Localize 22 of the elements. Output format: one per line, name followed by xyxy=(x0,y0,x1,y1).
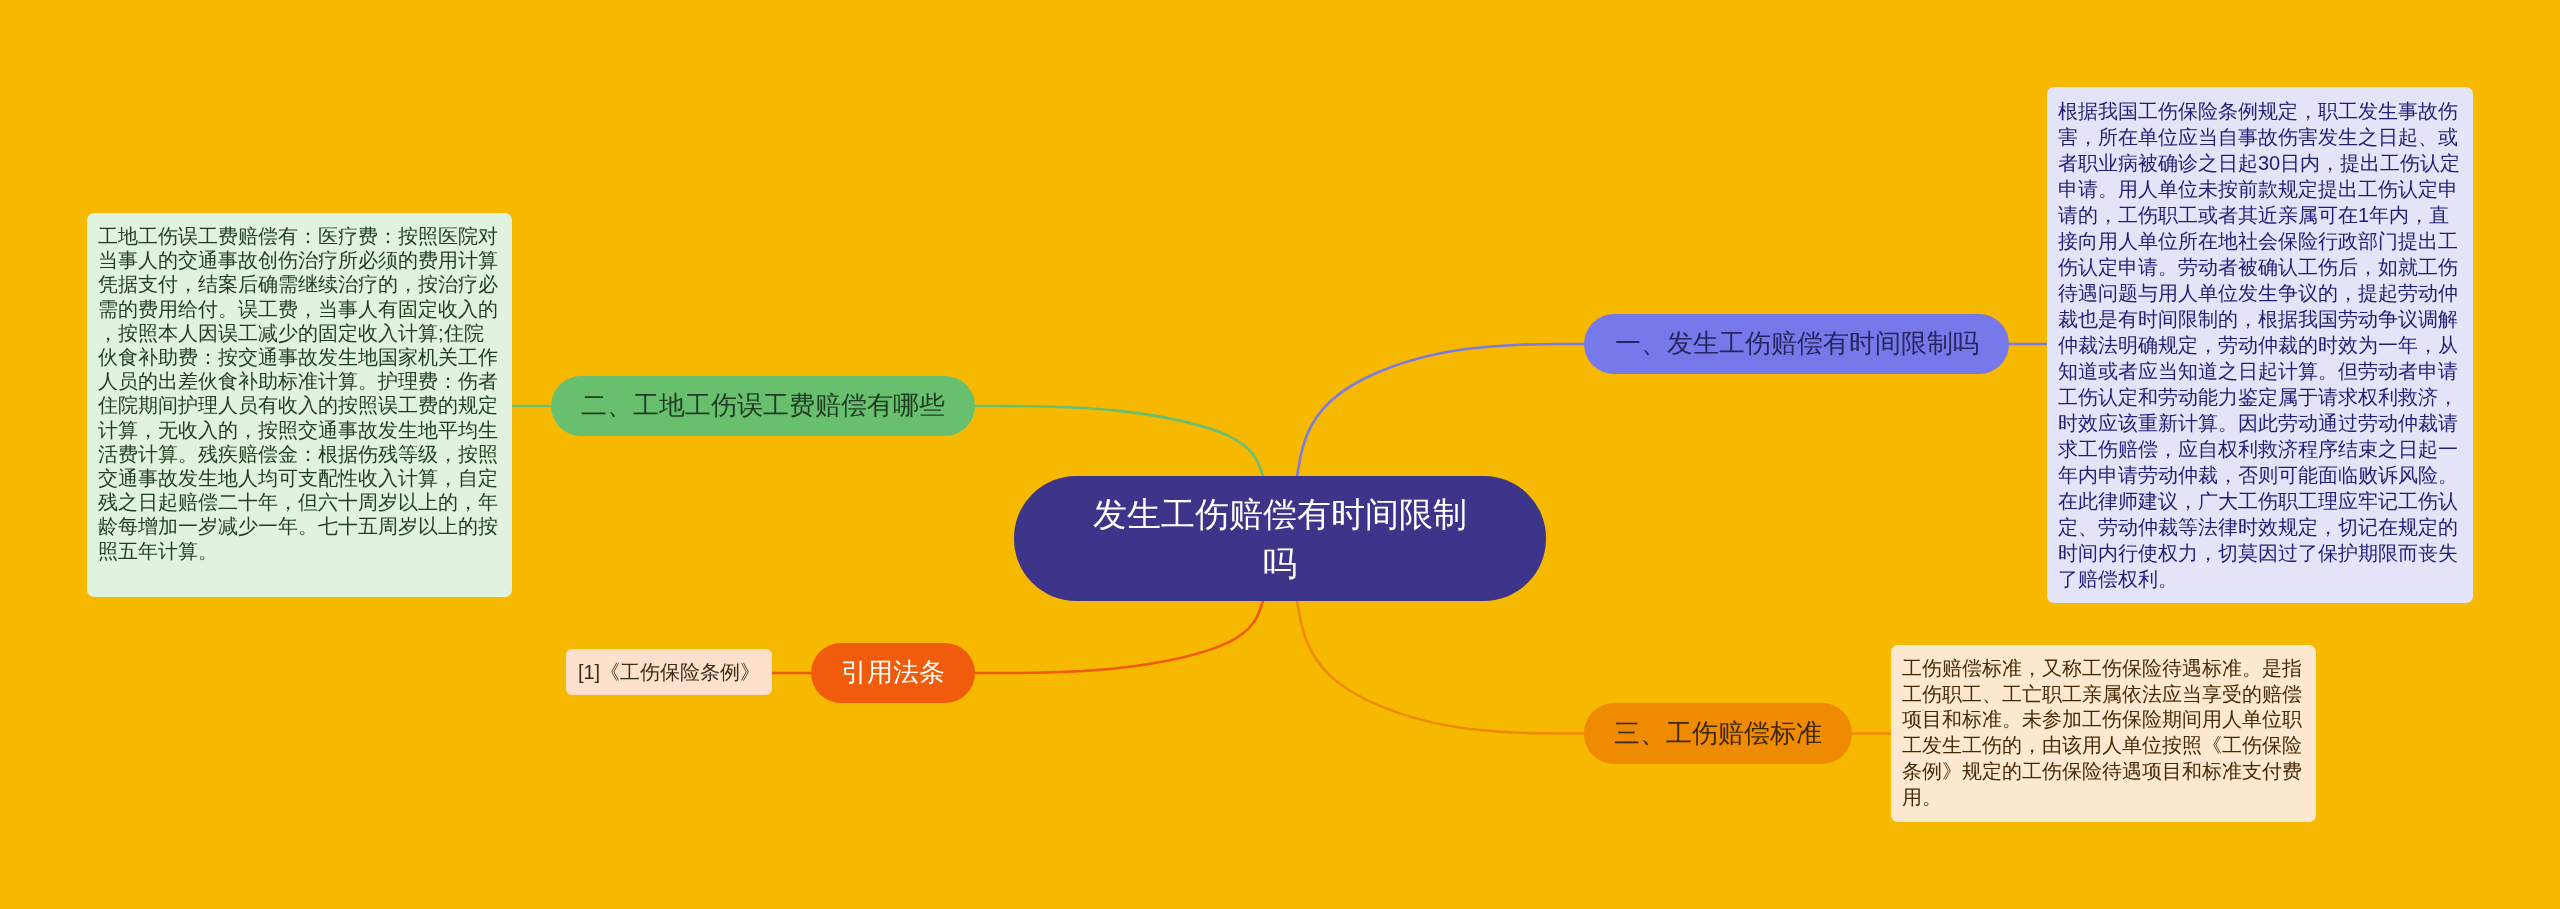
note-card xyxy=(87,213,512,597)
topic-label: 发生工伤赔偿有时间限制吗 xyxy=(1092,494,1468,584)
note-text: 工伤赔偿标准，又称工伤保险待遇标准。是指工伤职工、工亡职工亲属依法应当享受的赔偿项目和标准。未参加工伤保险期间用人单位职工发生工伤的，由该用人单位按照《工伤保险条例》规定的工伤保险待遇项目和标准支付费用。 xyxy=(1902,656,2303,810)
reference-text: [1]《工伤保险条例》 xyxy=(577,660,761,685)
branch-line xyxy=(973,404,1265,478)
topic-label: 二、工地工伤误工费赔偿有哪些 xyxy=(581,389,945,423)
topic-label: 引用法条 xyxy=(841,656,945,690)
branch-line xyxy=(2007,342,2049,346)
branch-line xyxy=(1850,732,1893,735)
branch-line xyxy=(770,671,813,675)
branch-line xyxy=(1295,342,1586,478)
note-text: 根据我国工伤保险条例规定，职工发生事故伤害，所在单位应当自事故伤害发生之日起、或者职业病被确诊之日起30日内，提出工伤认定申请。用人单位未按前款规定提出工伤认定申请的，工伤职工或者其近亲属可在1年内，直接向用人单位所在地社会保险行政部门提出工伤认定申请。劳动者被确认工伤后，如就工伤待遇问题与用人单位发生争议的，提起劳动仲裁也是有时间限制的，根据我国劳动争议调解仲裁法明确规定，劳动仲裁的时效为一年，从知道或者应当知道之日起计算。但劳动者申请工伤认定和劳动能力鉴定属于请求权利救济，时效应该重新计算。因此劳动通过劳动仲裁请求工伤赔偿，应自权利救济程序结束之日起一年内申请劳动仲裁，否则可能面临败诉风险。在此律师建议，广大工伤职工理应牢记工伤认定、劳动仲裁等法律时效规定，切记在规定的时间内行使权力，切莫因过了保护期限而丧失了赔偿权利。 xyxy=(2058,99,2462,592)
branch-topic xyxy=(551,376,975,436)
note-text: 工地工伤误工费赔偿有：医疗费：按照医院对当事人的交通事故创伤治疗所必须的费用计算凭据支付，结案后确需继续治疗的，按治疗必需的费用给付。误工费，当事人有固定收入的，按照本人因误工减少的固定收入计算;住院伙食补助费：按交通事故发生地国家机关工作人员的出差伙食补助标准计算。护理费：伤者住院期间护理人员有收入的按照误工费的规定计算，无收入的，按照交通事故发生地平均生活费计算。残疾赔偿金：根据伤残等级，按照交通事故发生地人均可支配性收入计算，自定残之日起赔偿二十年，但六十周岁以上的，年龄每增加一岁减少一年。七十五周岁以上的按照五年计算。 xyxy=(98,224,499,563)
topic-label: 三、工伤赔偿标准 xyxy=(1614,716,1822,750)
topic-label: 一、发生工伤赔偿有时间限制吗 xyxy=(1614,327,1979,361)
branch-line xyxy=(510,404,553,408)
reference-note xyxy=(566,649,772,695)
branch-line xyxy=(1295,599,1586,735)
note-card xyxy=(1891,645,2316,822)
branch-topic xyxy=(1584,314,2009,374)
branch-line xyxy=(973,599,1265,675)
